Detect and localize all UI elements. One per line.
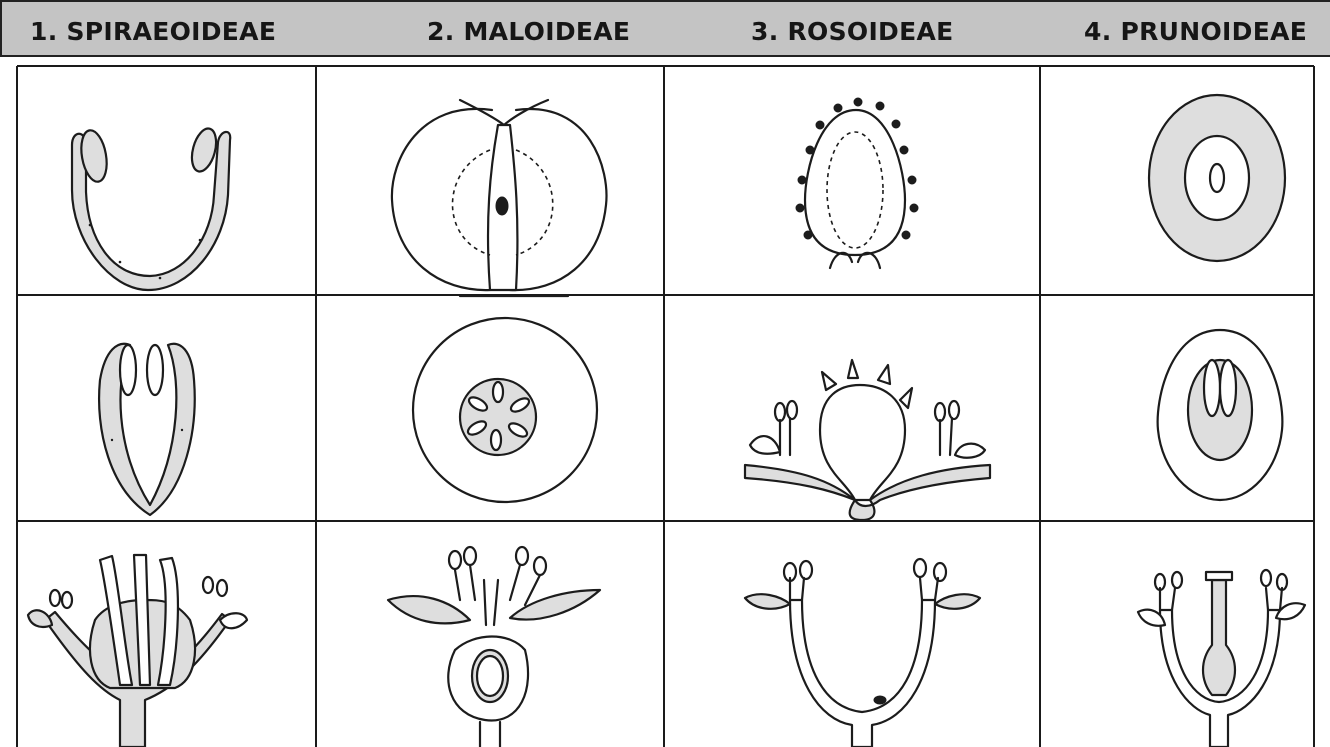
spiraeoideae-follicle-longitudinal xyxy=(72,126,230,290)
maloideae-pome-longitudinal xyxy=(392,100,607,296)
rosoideae-aggregate-fruit xyxy=(796,98,918,268)
spiraeoideae-flower xyxy=(28,555,247,747)
spiraeoideae-pistils xyxy=(99,344,195,515)
maloideae-flower xyxy=(388,547,600,747)
rosoideae-hypanthium xyxy=(745,559,980,747)
maloideae-pome-transverse xyxy=(413,318,597,502)
prunoideae-drupe-longitudinal xyxy=(1158,330,1283,500)
prunoideae-drupe-transverse xyxy=(1149,95,1285,261)
rosoideae-flower xyxy=(745,360,990,520)
prunoideae-flower xyxy=(1138,570,1305,747)
